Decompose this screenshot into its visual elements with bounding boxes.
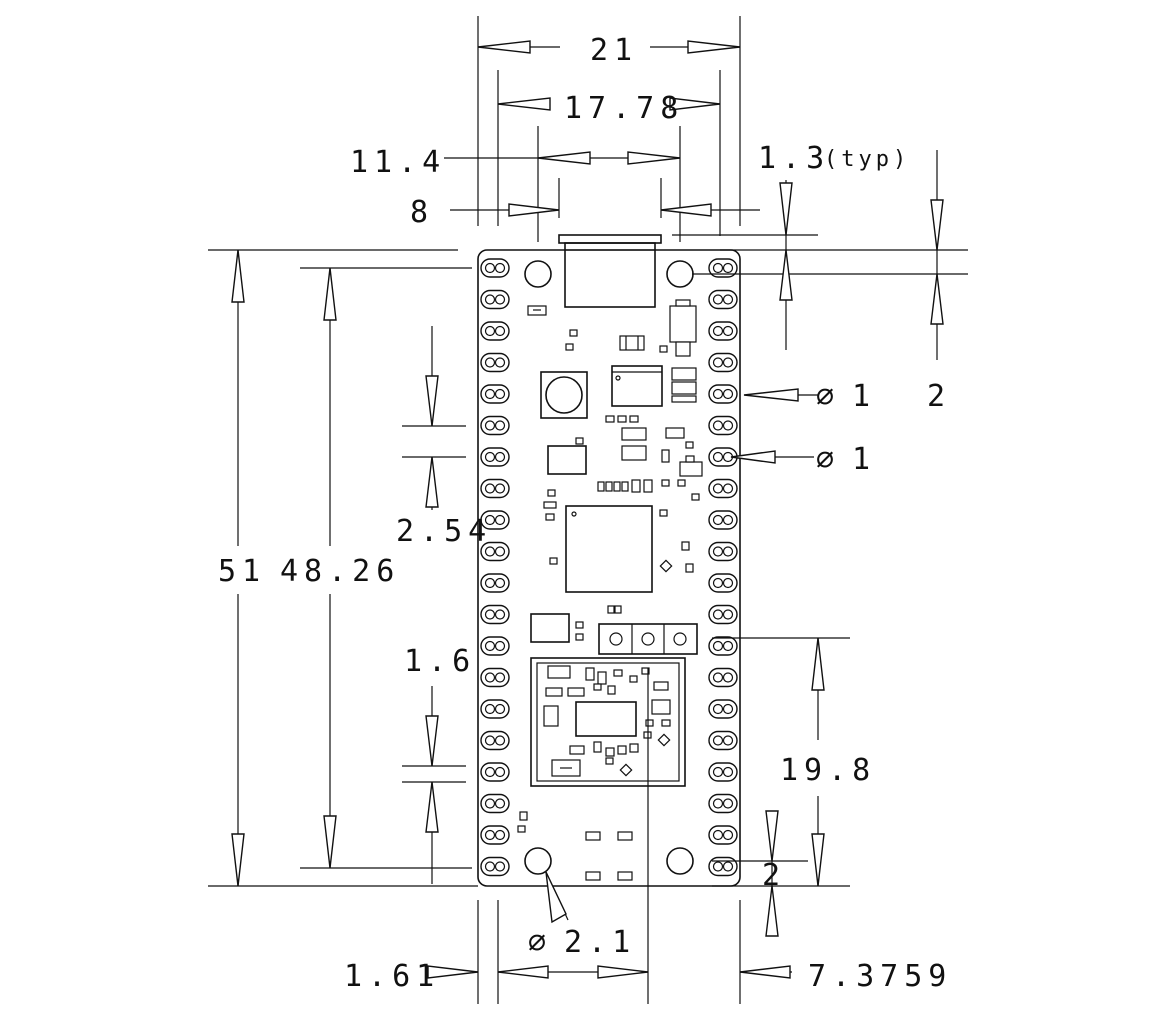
usb-connector bbox=[558, 234, 662, 308]
dim-usb-overhang: 1.3 bbox=[758, 141, 830, 176]
pin-pad-right-4 bbox=[708, 352, 738, 373]
pin-pad-left-5 bbox=[480, 384, 510, 404]
pin-pad-right-15 bbox=[708, 699, 738, 719]
pin-pad-right-19 bbox=[708, 825, 738, 845]
dim-hole-spacing-width: 11.4 bbox=[350, 145, 446, 180]
dimension-labels: 21 17.78 11.4 8 1.3 (typ) 2 ∅ 1 ∅ 1 51 4… bbox=[218, 33, 952, 994]
dim-usb-overhang-note: (typ) bbox=[824, 147, 910, 172]
pin-pad-left-9 bbox=[480, 510, 510, 530]
dim-length-overall: 51 bbox=[218, 554, 266, 589]
pin-pad-right-8 bbox=[708, 478, 738, 499]
dim-usb-width: 8 bbox=[410, 195, 434, 230]
pin-pad-right-1 bbox=[708, 258, 738, 278]
pin-pad-left-8 bbox=[480, 478, 510, 499]
mount-hole-top-right bbox=[666, 260, 694, 288]
dim-pcb-thickness: 1.6 bbox=[404, 644, 476, 679]
pin-pad-right-5 bbox=[708, 384, 738, 404]
dim-pin-spacing-width: 17.78 bbox=[564, 91, 684, 126]
debug-header bbox=[598, 623, 698, 655]
diameter-symbol-3: ∅ bbox=[528, 925, 552, 960]
pcb-board bbox=[477, 234, 741, 887]
pin-pad-left-19 bbox=[480, 825, 510, 845]
pin-pad-right-11 bbox=[708, 573, 738, 593]
pin-pad-right-14 bbox=[708, 667, 738, 688]
pin-pad-left-17 bbox=[480, 762, 510, 782]
pin-pad-left-14 bbox=[480, 667, 510, 688]
diameter-symbol-2: ∅ bbox=[816, 442, 840, 477]
dim-hole-offset-top: 2 bbox=[927, 379, 951, 414]
dim-hole-spacing-length: 48.26 bbox=[280, 554, 400, 589]
dim-mount-hole-dia: 2.1 bbox=[564, 925, 636, 960]
pin-pad-left-10 bbox=[480, 541, 510, 562]
extension-lines bbox=[208, 16, 968, 1004]
dim-pin-pitch: 2.54 bbox=[396, 514, 492, 549]
pin-pad-left-1 bbox=[480, 258, 510, 278]
pin-pad-right-12 bbox=[708, 604, 738, 625]
pin-pad-left-6 bbox=[480, 415, 510, 436]
pin-pad-left-11 bbox=[480, 573, 510, 593]
dim-hole-dia-1: 1 bbox=[852, 379, 876, 414]
wireless-module bbox=[530, 657, 686, 787]
dim-width-overall: 21 bbox=[590, 33, 638, 68]
pin-pad-right-10 bbox=[708, 541, 738, 562]
pin-pad-left-2 bbox=[480, 289, 510, 310]
pin-pads-right bbox=[708, 258, 738, 877]
dimension-lines bbox=[231, 40, 944, 979]
diameter-symbol-1: ∅ bbox=[816, 379, 840, 414]
pin-pad-right-3 bbox=[708, 321, 738, 341]
pin-pad-left-3 bbox=[480, 321, 510, 341]
pin-pad-right-16 bbox=[708, 730, 738, 751]
pin-pad-right-20 bbox=[708, 856, 738, 877]
pin-pads-left bbox=[480, 258, 510, 877]
pin-pad-right-17 bbox=[708, 762, 738, 782]
dim-debug-offset-right: 7.3759 bbox=[808, 959, 952, 994]
mount-hole-bottom-right bbox=[666, 847, 694, 875]
pin-pad-right-18 bbox=[708, 793, 738, 814]
pin-pad-left-12 bbox=[480, 604, 510, 625]
pin-pad-left-13 bbox=[480, 636, 510, 656]
mount-hole-bottom-left bbox=[524, 847, 552, 875]
pin-pad-left-4 bbox=[480, 352, 510, 373]
bootsel-button bbox=[540, 371, 588, 419]
dim-hole-dia-2: 1 bbox=[852, 442, 876, 477]
dim-debug-offset: 19.8 bbox=[780, 753, 876, 788]
board-components bbox=[517, 299, 703, 881]
pin-pad-right-2 bbox=[708, 289, 738, 310]
pin-pad-right-13 bbox=[708, 636, 738, 656]
pin-pad-left-15 bbox=[480, 699, 510, 719]
dim-hole-offset-bottom: 2 bbox=[762, 858, 786, 893]
pin-pad-left-18 bbox=[480, 793, 510, 814]
pin-pad-right-9 bbox=[708, 510, 738, 530]
dim-edge-offset-left: 1.61 bbox=[344, 959, 440, 994]
pin-pad-left-16 bbox=[480, 730, 510, 751]
pin-pad-right-6 bbox=[708, 415, 738, 436]
pcb-outline bbox=[477, 249, 741, 887]
pin-pad-left-20 bbox=[480, 856, 510, 877]
mount-hole-top-left bbox=[524, 260, 552, 288]
rp2040-chip bbox=[565, 505, 653, 593]
pin-pad-left-7 bbox=[480, 447, 510, 467]
